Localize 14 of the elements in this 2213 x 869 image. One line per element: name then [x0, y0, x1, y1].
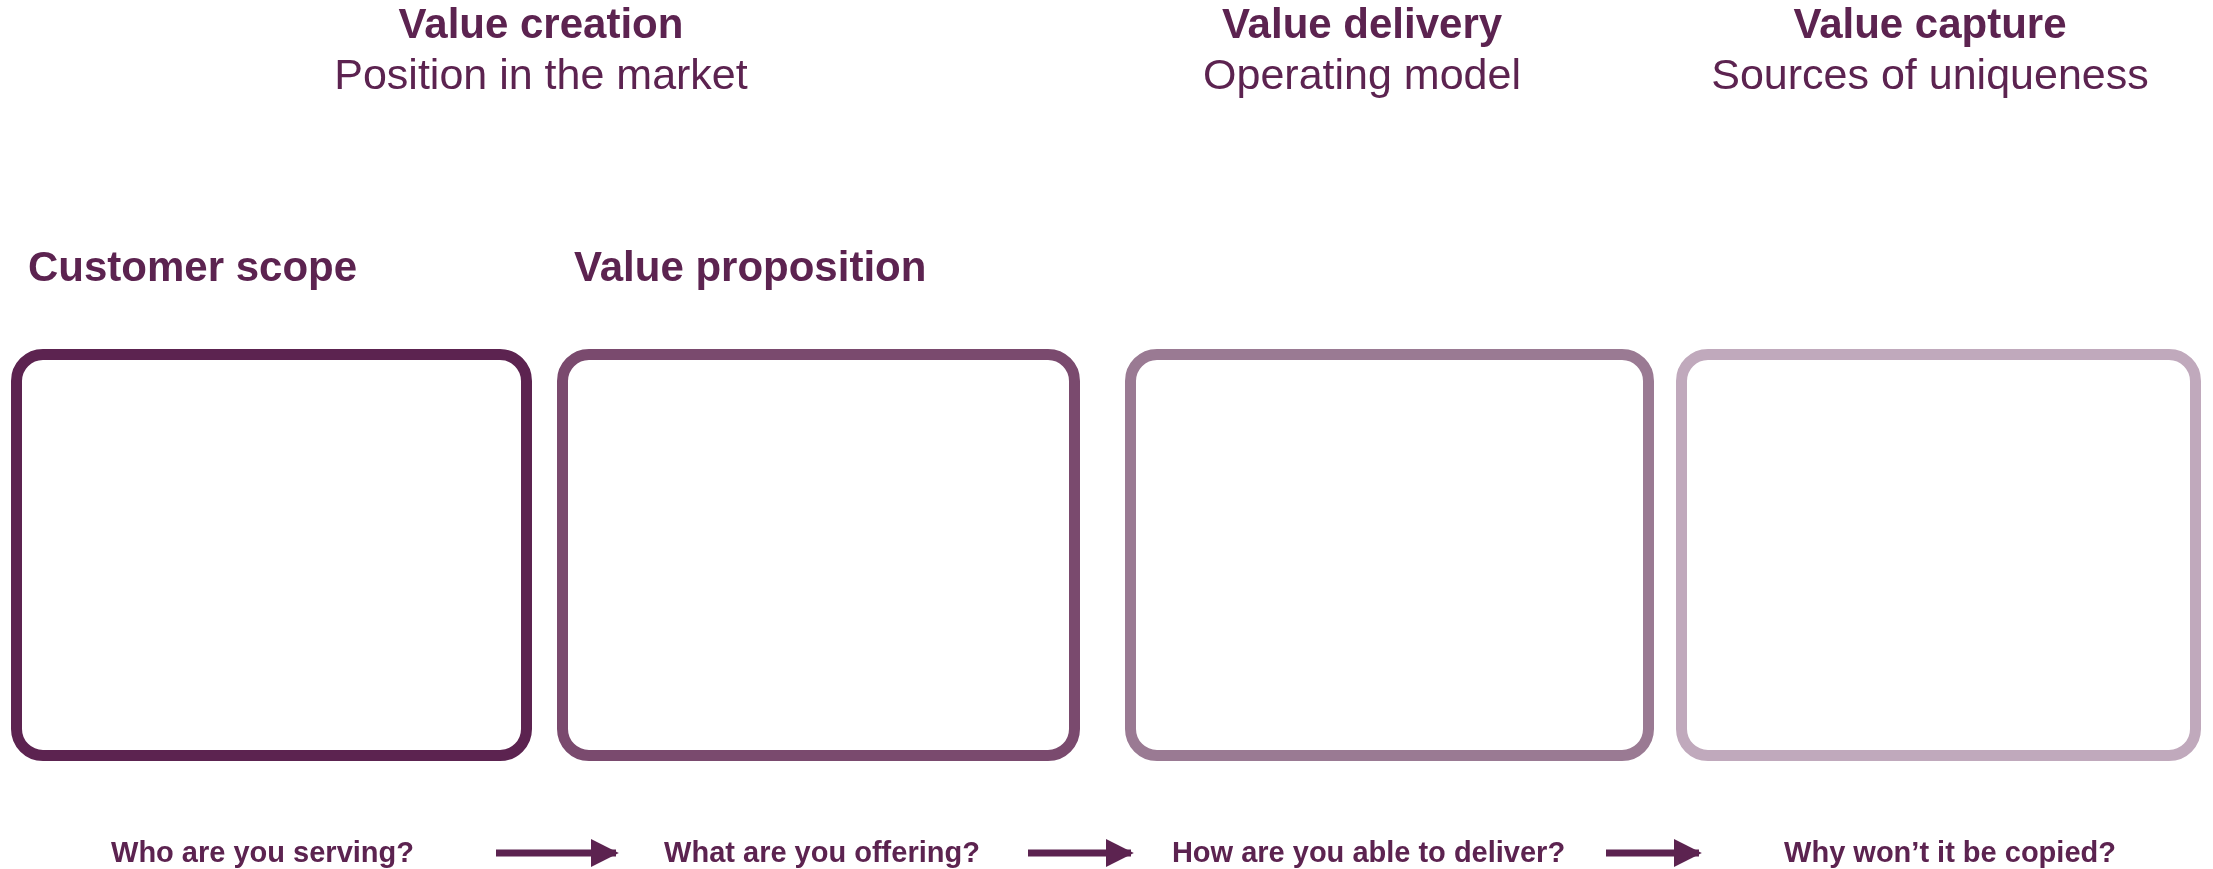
question-text: What are you offering?	[663, 836, 981, 869]
column-subheading: Operating model	[1203, 50, 1521, 99]
column-heading: Value creation	[398, 0, 684, 48]
rounded-box	[1676, 349, 2201, 761]
question-text: Why won’t it be copied?	[1783, 836, 2117, 869]
question-text: Who are you serving?	[110, 836, 415, 869]
box-heading: Customer scope	[28, 243, 358, 291]
column-heading: Value delivery	[1221, 0, 1503, 48]
column-subheading: Position in the market	[334, 50, 748, 99]
box-heading: Value proposition	[574, 243, 927, 291]
question-text: How are you able to deliver?	[1170, 836, 1567, 869]
column-heading: Value capture	[1793, 0, 2067, 48]
rounded-box	[1125, 349, 1654, 761]
column-subheading: Sources of uniqueness	[1711, 50, 2149, 99]
